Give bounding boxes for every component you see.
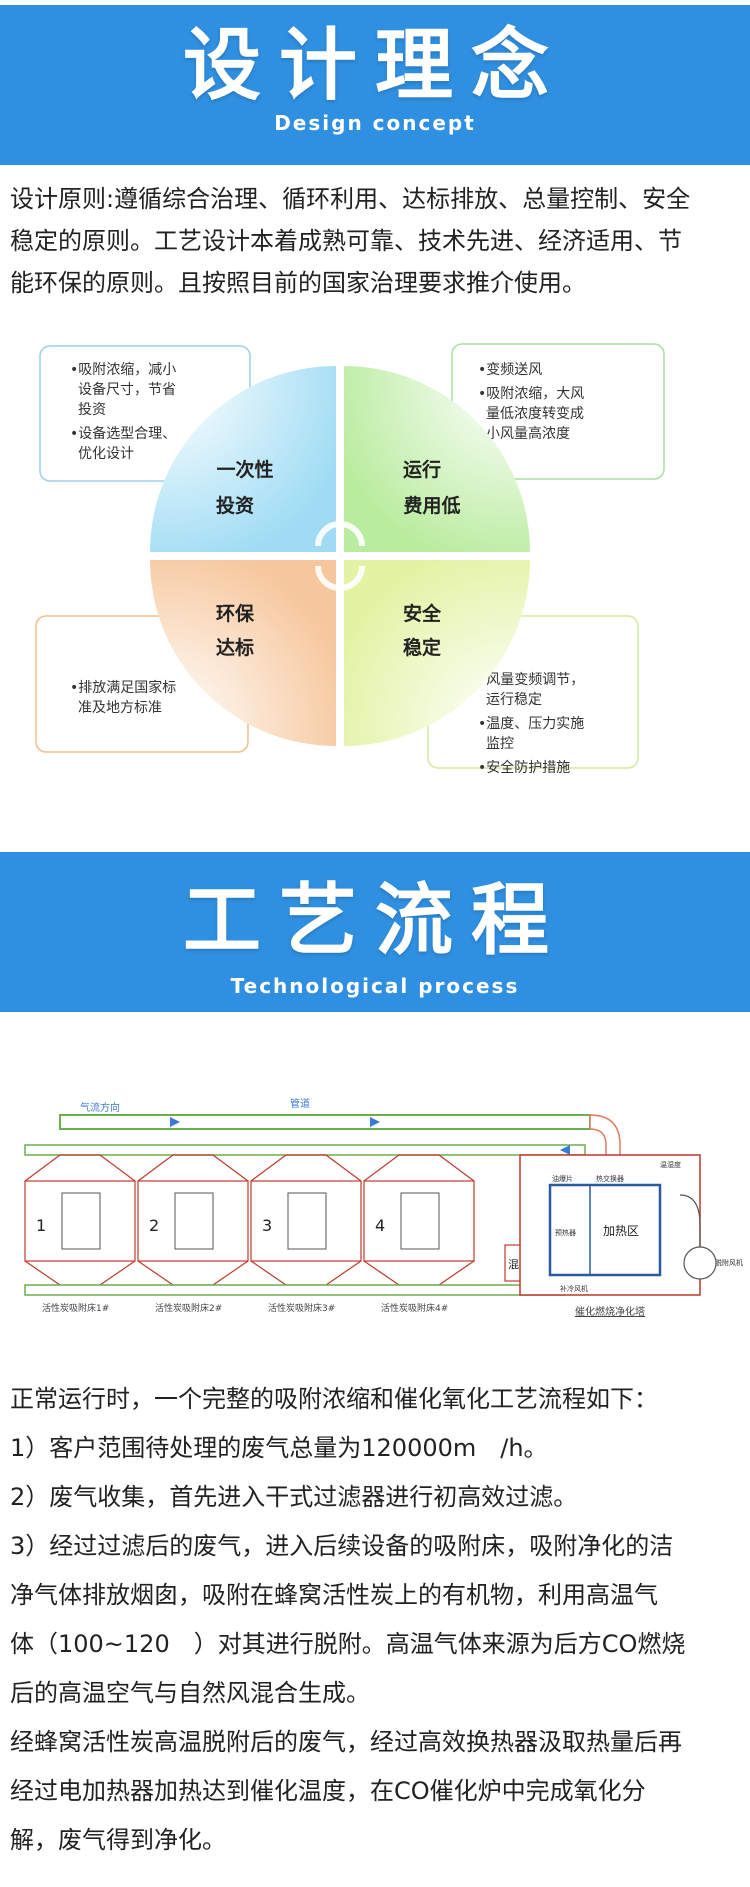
text-line: 经蜂窝活性炭高温脱附后的废气，经过高效换热器汲取热量后再: [10, 1728, 682, 1756]
bed-label: 活性炭吸附床3#: [268, 1302, 335, 1314]
box-tl-line: 设备尺寸，节省: [78, 381, 176, 398]
text-line: 后的高温空气与自然风混合生成。: [10, 1679, 370, 1707]
box-bl-line: •排放满足国家标: [70, 679, 176, 696]
bed-number: 2: [149, 1216, 159, 1235]
tower-label: 催化燃烧净化塔: [575, 1305, 645, 1318]
box-bl-line: 准及地方标准: [78, 700, 162, 716]
quadrant-label: 运行: [403, 458, 441, 481]
box-tl-line: 投资: [78, 402, 106, 418]
technological-process-banner: 工艺流程 Technological process: [0, 852, 750, 1012]
bed-number: 3: [262, 1216, 272, 1235]
duct-mid: [24, 1144, 586, 1156]
small-label: 热交换器: [596, 1174, 624, 1183]
quadrant-label: 环保: [216, 602, 255, 625]
box-br-line: •安全防护措施: [478, 759, 570, 776]
quadrant-safe-stable: [344, 560, 530, 746]
text-line: 经过电加热器加热达到催化温度，在CO催化炉中完成氧化分: [10, 1777, 646, 1805]
quadrant-one-time-investment: [150, 366, 336, 552]
bed-number: 4: [375, 1216, 385, 1235]
text-line: 体（100~120 ）对其进行脱附。高温气体来源为后方CO燃烧: [10, 1630, 686, 1658]
section-subtitle: Design concept: [274, 111, 476, 135]
text-line: 设计原则:遵循综合治理、循环利用、达标排放、总量控制、安全: [10, 185, 691, 213]
text-line: 正常运行时，一个完整的吸附浓缩和催化氧化工艺流程如下：: [10, 1385, 658, 1413]
process-description-paragraph: 正常运行时，一个完整的吸附浓缩和催化氧化工艺流程如下： 1）客户范围待处理的废气…: [10, 1375, 745, 1865]
design-concept-banner: 设计理念 Design concept: [0, 5, 750, 165]
bed-number: 1: [36, 1216, 46, 1235]
small-label: 油爆片: [552, 1174, 573, 1183]
quadrant-environmental-compliance: [150, 560, 336, 746]
small-label: 温湿度: [660, 1160, 681, 1169]
text-line: 2）废气收集，首先进入干式过滤器进行初高效过滤。: [10, 1483, 578, 1511]
box-tl-line: 优化设计: [78, 446, 134, 462]
section-subtitle: Technological process: [230, 974, 520, 998]
text-line: 1）客户范围待处理的废气总量为120000m /h。: [10, 1434, 548, 1462]
box-tr-line: •吸附浓缩，大风: [478, 386, 584, 402]
box-tr-line: •变频送风: [478, 362, 542, 378]
box-br-line: 运行稳定: [486, 692, 542, 708]
duct-bottom: [24, 1284, 566, 1296]
design-concept-diagram: •吸附浓缩，减小 设备尺寸，节省 投资 •设备选型合理、 优化设计 •变频送风 …: [35, 343, 665, 776]
box-tl-line: •设备选型合理、: [70, 425, 176, 442]
text-line: 稳定的原则。工艺设计本着成熟可靠、技术先进、经济适用、节: [10, 227, 682, 255]
duct-top: [59, 1114, 591, 1130]
text-line: 能环保的原则。且按照目前的国家治理要求推介使用。: [10, 269, 586, 297]
text-line: 净气体排放烟囱，吸附在蜂窝活性炭上的有机物，利用高温气: [10, 1581, 658, 1609]
section-title: 设计理念: [182, 21, 567, 111]
airflow-label: 气流方向: [80, 1101, 120, 1114]
duct-label: 管道: [290, 1097, 310, 1110]
design-principle-paragraph: 设计原则:遵循综合治理、循环利用、达标排放、总量控制、安全 稳定的原则。工艺设计…: [10, 178, 745, 304]
bed-label: 活性炭吸附床2#: [155, 1302, 222, 1314]
section-title: 工艺流程: [182, 876, 567, 966]
quadrant-label: 稳定: [403, 636, 441, 659]
box-br-line: •风量变频调节，: [478, 672, 584, 688]
small-label: 脱附风机: [715, 1258, 743, 1267]
box-tr-line: 小风量高浓度: [486, 425, 570, 442]
text-line: 解，废气得到净化。: [10, 1826, 226, 1854]
quadrant-label: 费用低: [403, 494, 460, 517]
cycle-arrows-icon: [315, 521, 365, 591]
quadrant-label: 投资: [216, 494, 254, 517]
quadrant-label: 达标: [216, 636, 254, 659]
quadrant-label: 安全: [403, 602, 442, 625]
heater-label: 加热区: [603, 1224, 639, 1238]
box-br-line: 监控: [486, 736, 514, 752]
text-line: 3）经过过滤后的废气，进入后续设备的吸附床，吸附净化的洁: [10, 1532, 674, 1560]
bed-label: 活性炭吸附床1#: [42, 1302, 109, 1314]
small-label: 补冷风机: [560, 1284, 588, 1293]
box-tl-line: •吸附浓缩，减小: [70, 362, 176, 378]
process-flow-drawing: 气流方向 管道 1 2 3 4 活性炭吸附床1# 活性炭吸附床2#: [24, 1097, 743, 1318]
quadrant-low-operating-cost: [344, 366, 530, 552]
fan-icon: [683, 1246, 717, 1280]
small-label: 预热器: [555, 1228, 576, 1237]
bed-label: 活性炭吸附床4#: [381, 1302, 448, 1314]
box-br-line: •温度、压力实施: [478, 716, 584, 732]
quadrant-label: 一次性: [216, 458, 273, 481]
box-tr-line: 量低浓度转变成: [486, 406, 584, 422]
